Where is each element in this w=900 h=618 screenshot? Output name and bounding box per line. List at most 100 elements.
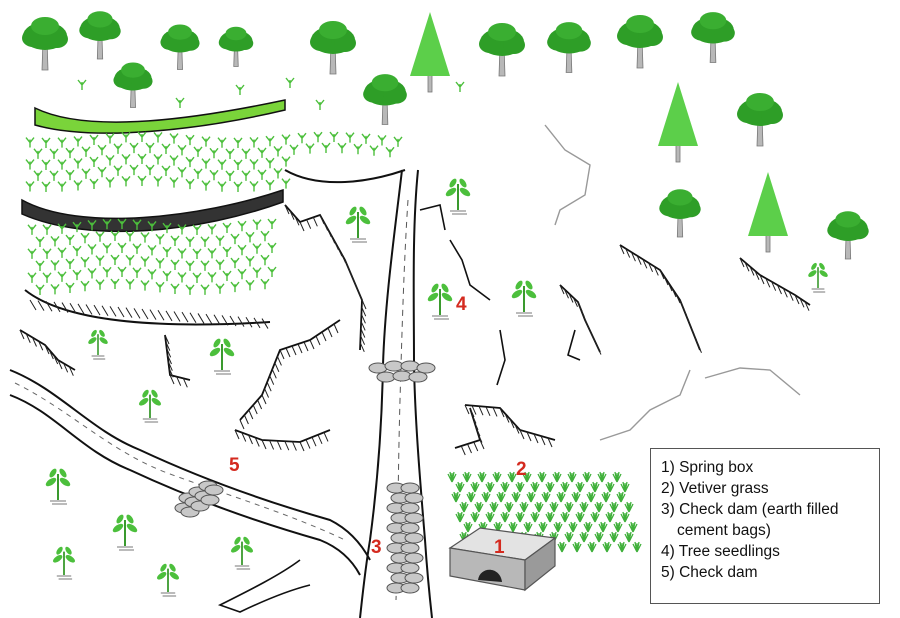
vetiver-tuft xyxy=(477,471,487,483)
tree-icon xyxy=(22,17,68,71)
vetiver-tuft xyxy=(575,481,585,493)
marker-vetiver-grass: 2 xyxy=(516,459,527,480)
legend-item-tree-seedlings: 4) Tree seedlings xyxy=(661,543,780,560)
vetiver-tuft xyxy=(463,521,473,533)
vetiver-tuft xyxy=(556,491,566,503)
vetiver-tuft xyxy=(447,471,457,483)
vetiver-tuft xyxy=(534,501,544,513)
vetiver-tuft xyxy=(612,471,622,483)
vetiver-tuft xyxy=(508,521,518,533)
vetiver-tuft xyxy=(564,501,574,513)
vetiver-tuft xyxy=(583,521,593,533)
vetiver-tuft xyxy=(530,481,540,493)
vetiver-tuft xyxy=(616,491,626,503)
vetiver-tuft xyxy=(598,521,608,533)
tree-icon xyxy=(160,24,200,70)
tree-icon xyxy=(617,15,663,69)
vetiver-tuft xyxy=(564,531,574,543)
vetiver-tuft xyxy=(515,511,525,523)
vetiver-tuft xyxy=(605,481,615,493)
vetiver-tuft xyxy=(587,541,597,553)
vetiver-tuft xyxy=(489,501,499,513)
spring-box xyxy=(448,527,557,592)
vetiver-tuft xyxy=(602,541,612,553)
legend-item-check-dam-bags: 3) Check dam (earth filled xyxy=(661,501,839,518)
vetiver-tuft xyxy=(466,491,476,503)
legend-item-vetiver-grass: 2) Vetiver grass xyxy=(661,480,769,497)
check-dam-bags-upper xyxy=(368,360,436,383)
vetiver-tuft xyxy=(624,501,634,513)
crack-line xyxy=(419,204,446,231)
vetiver-tuft xyxy=(620,511,630,523)
drainage-channel xyxy=(9,169,433,618)
crack-line xyxy=(449,239,491,301)
tree-seedling-icon xyxy=(445,178,471,215)
tree-seedling-icon xyxy=(427,283,453,320)
vetiver-tuft xyxy=(557,541,567,553)
vetiver-tuft xyxy=(470,511,480,523)
tree-icon xyxy=(547,22,591,73)
vetiver-tuft xyxy=(451,491,461,503)
tree-seedling-icon xyxy=(511,280,537,317)
vetiver-tuft xyxy=(553,521,563,533)
vetiver-tuft xyxy=(522,471,532,483)
vetiver-tuft xyxy=(560,481,570,493)
terrace-top-band xyxy=(34,99,286,134)
vetiver-tuft xyxy=(594,501,604,513)
vetiver-tuft xyxy=(541,491,551,503)
vetiver-tuft xyxy=(500,481,510,493)
channel-right-bank xyxy=(412,169,433,618)
vetiver-tuft xyxy=(605,511,615,523)
check-dam-bags-lower xyxy=(386,482,424,594)
vetiver-tuft xyxy=(601,491,611,503)
crack-line xyxy=(567,329,581,361)
gully-line xyxy=(559,284,601,353)
vetiver-tuft xyxy=(492,471,502,483)
tree-icon xyxy=(113,62,153,108)
tributary-upper-bank xyxy=(9,369,371,561)
vetiver-tuft xyxy=(474,501,484,513)
vetiver-tuft xyxy=(560,511,570,523)
vetiver-tuft xyxy=(586,491,596,503)
vetiver-tuft xyxy=(507,471,517,483)
gully-line xyxy=(739,257,811,306)
gully-line xyxy=(284,204,363,351)
vetiver-tuft xyxy=(493,521,503,533)
gully-line xyxy=(239,319,341,421)
vetiver-tuft xyxy=(538,521,548,533)
conifer-icon xyxy=(748,172,788,253)
vetiver-tuft xyxy=(568,521,578,533)
marker-spring-box: 1 xyxy=(494,537,505,558)
vetiver-tuft xyxy=(530,511,540,523)
vetiver-tuft xyxy=(549,501,559,513)
tree-icon xyxy=(310,21,356,75)
vetiver-tuft xyxy=(609,531,619,543)
check-dams xyxy=(174,360,436,594)
vetiver-tuft xyxy=(590,481,600,493)
vetiver-tuft xyxy=(519,501,529,513)
faint-gully-line xyxy=(704,367,801,396)
tree-seedling-icon xyxy=(112,514,138,551)
terrace-right-edge xyxy=(284,169,406,184)
tree-seedling-icon xyxy=(808,262,828,293)
vetiver-tuft xyxy=(511,491,521,503)
vetiver-tuft xyxy=(523,521,533,533)
faint-gully-line xyxy=(599,369,691,441)
vetiver-tuft xyxy=(537,471,547,483)
vetiver-tuft xyxy=(526,491,536,503)
crack-line xyxy=(496,329,506,386)
tree-icon xyxy=(79,11,121,60)
legend-box: 1) Spring box 2) Vetiver grass 3) Check … xyxy=(650,448,880,604)
gully-line xyxy=(619,244,701,351)
vetiver-tuft xyxy=(632,541,642,553)
spring-box-opening xyxy=(478,569,502,582)
vetiver-tuft xyxy=(545,481,555,493)
vetiver-tuft xyxy=(496,491,506,503)
terraces xyxy=(21,77,465,329)
vetiver-tuft xyxy=(582,471,592,483)
vetiver-tuft xyxy=(459,501,469,513)
terrace-lower-edge xyxy=(24,289,271,326)
tree-icon xyxy=(659,189,701,238)
vetiver-tuft xyxy=(597,471,607,483)
